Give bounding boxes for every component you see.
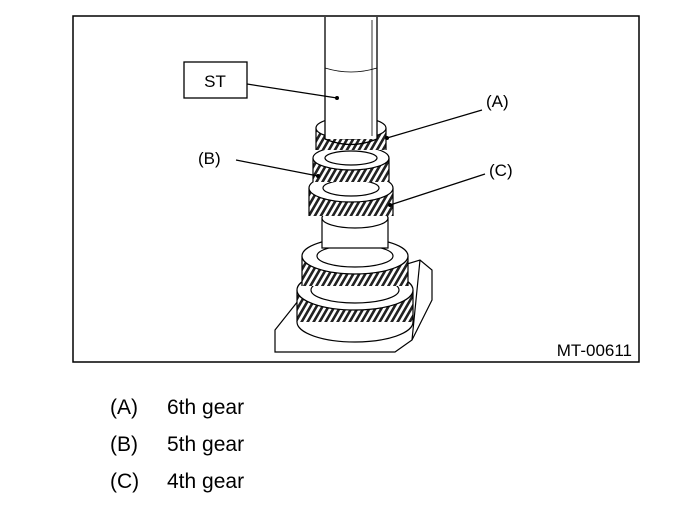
callout-a-leader	[386, 109, 483, 139]
legend-key: (C)	[110, 469, 140, 493]
callout-b-leader	[235, 159, 319, 177]
tool-label: ST	[204, 72, 226, 91]
tool-leader	[246, 83, 338, 99]
legend-row: (C) 4th gear	[110, 463, 244, 500]
callout-c-leader	[389, 173, 486, 206]
legend-row: (A) 6th gear	[110, 389, 244, 426]
tool-label-box	[183, 61, 248, 99]
gear-stack	[296, 116, 414, 343]
callout-c: (C)	[489, 161, 513, 180]
legend-text: 6th gear	[167, 395, 245, 419]
callout-b: (B)	[198, 149, 221, 168]
callout-a: (A)	[486, 92, 509, 111]
legend-row: (B) 5th gear	[110, 426, 244, 463]
gear-assembly-figure: ST (A) (B) (C) MT-00611	[72, 15, 640, 363]
legend-key: (B)	[110, 432, 138, 456]
legend-key: (A)	[110, 395, 138, 419]
legend-text: 5th gear	[167, 432, 245, 456]
figure-code: MT-00611	[557, 341, 632, 360]
legend-text: 4th gear	[167, 469, 245, 493]
legend: (A) 6th gear (B) 5th gear (C) 4th gear	[110, 389, 244, 500]
special-tool-shaft	[324, 17, 378, 146]
